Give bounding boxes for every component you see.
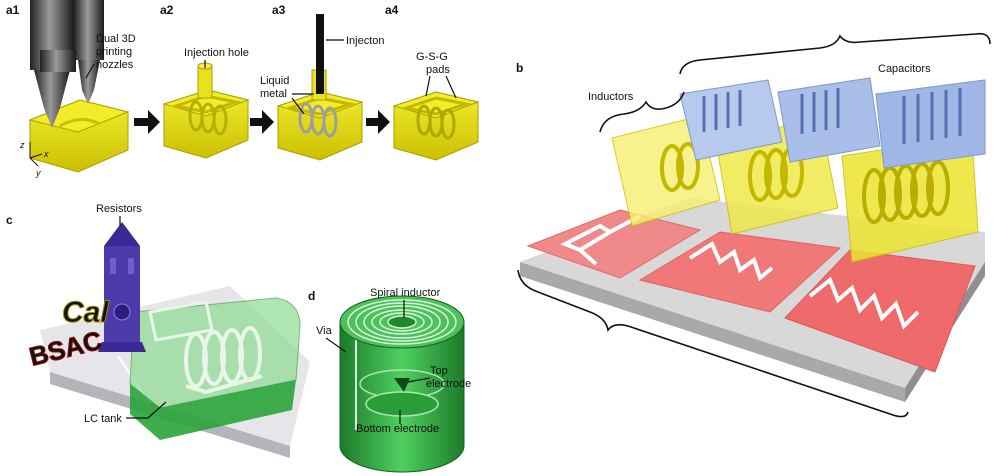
panel-label-b: b: [516, 61, 523, 75]
panel-label-a1: a1: [6, 3, 20, 17]
a4-print-block: [392, 91, 480, 161]
panel-label-c: c: [6, 213, 13, 227]
c-resistor-tower: [98, 222, 146, 352]
panel-label-a3: a3: [272, 3, 286, 17]
c-resistors-label: Resistors: [96, 203, 142, 215]
c-logo-cal: Cal: [62, 296, 109, 329]
panel-label-a4: a4: [385, 3, 399, 17]
panel-label-d: d: [308, 289, 315, 303]
panel-a: a1 a2 a3 a4 Dual 3D printing nozzles z x…: [6, 0, 480, 178]
a2-print-block: [162, 62, 250, 159]
a-arrow-3: [366, 110, 390, 134]
d-bottom-electrode-label: Bottom electrode: [356, 423, 439, 435]
b-capacitors-brace: [679, 32, 991, 75]
axis-x-label: x: [43, 149, 49, 159]
a-arrow-2: [250, 110, 274, 134]
b-resistors-brace: [517, 269, 909, 418]
panel-label-a2: a2: [160, 3, 174, 17]
d-via-leader: [325, 337, 347, 353]
d-top-electrode-leader: [407, 377, 431, 383]
b-capacitors-label: Capacitors: [878, 63, 931, 75]
d-cylinder: [339, 295, 465, 473]
panel-d: d Spiral inductor Via Top electrode Bott…: [308, 287, 471, 473]
a2-injection-hole-label: Injection hole: [184, 47, 249, 59]
axis-z-label: z: [19, 140, 25, 150]
a4-pads-label-2: pads: [426, 64, 450, 76]
b-inductors-label: Inductors: [588, 91, 634, 103]
c-lc-tank-label: LC tank: [84, 413, 122, 425]
panel-b: b: [516, 32, 991, 418]
axis-indicator: z x y: [19, 140, 49, 178]
b-inductors-brace: [599, 91, 685, 133]
d-top-electrode-label-2: electrode: [426, 378, 471, 390]
axis-y-label: y: [35, 168, 41, 178]
a1-nozzles-leader: [85, 63, 95, 79]
a4-pads-leader-1: [425, 75, 431, 97]
a3-liquid-label-2: metal: [260, 88, 287, 100]
a3-print-block: [276, 69, 364, 161]
d-spiral-inductor-label: Spiral inductor: [370, 287, 441, 299]
a-arrow-1: [134, 110, 160, 134]
a4-pads-leader-2: [445, 75, 457, 99]
c-lc-tank: [129, 297, 301, 440]
a3-liquid-leader-2: [291, 97, 305, 115]
a3-injection-label: Injecton: [346, 35, 385, 47]
d-via-label: Via: [316, 325, 333, 337]
b-base-edge: [520, 262, 905, 402]
a1-nozzles-label-1: Dual 3D: [96, 33, 136, 45]
a3-injection-needle: [316, 14, 324, 94]
a4-pads-label-1: G-S-G: [416, 51, 448, 63]
a1-print-block: [28, 99, 130, 173]
a3-liquid-label-1: Liquid: [260, 75, 289, 87]
b-resistor-row: [526, 209, 976, 373]
d-top-electrode-label-1: Top: [430, 365, 448, 377]
a1-nozzles-label-3: nozzles: [96, 59, 134, 71]
b-capacitor-row: [679, 77, 986, 169]
panel-c: c Resistors Cal BSAC LC ta: [6, 203, 310, 458]
a1-nozzles-label-2: printing: [96, 46, 132, 58]
a1-nozzles: [30, 0, 104, 128]
c-lc-tank-leader: [126, 401, 167, 419]
